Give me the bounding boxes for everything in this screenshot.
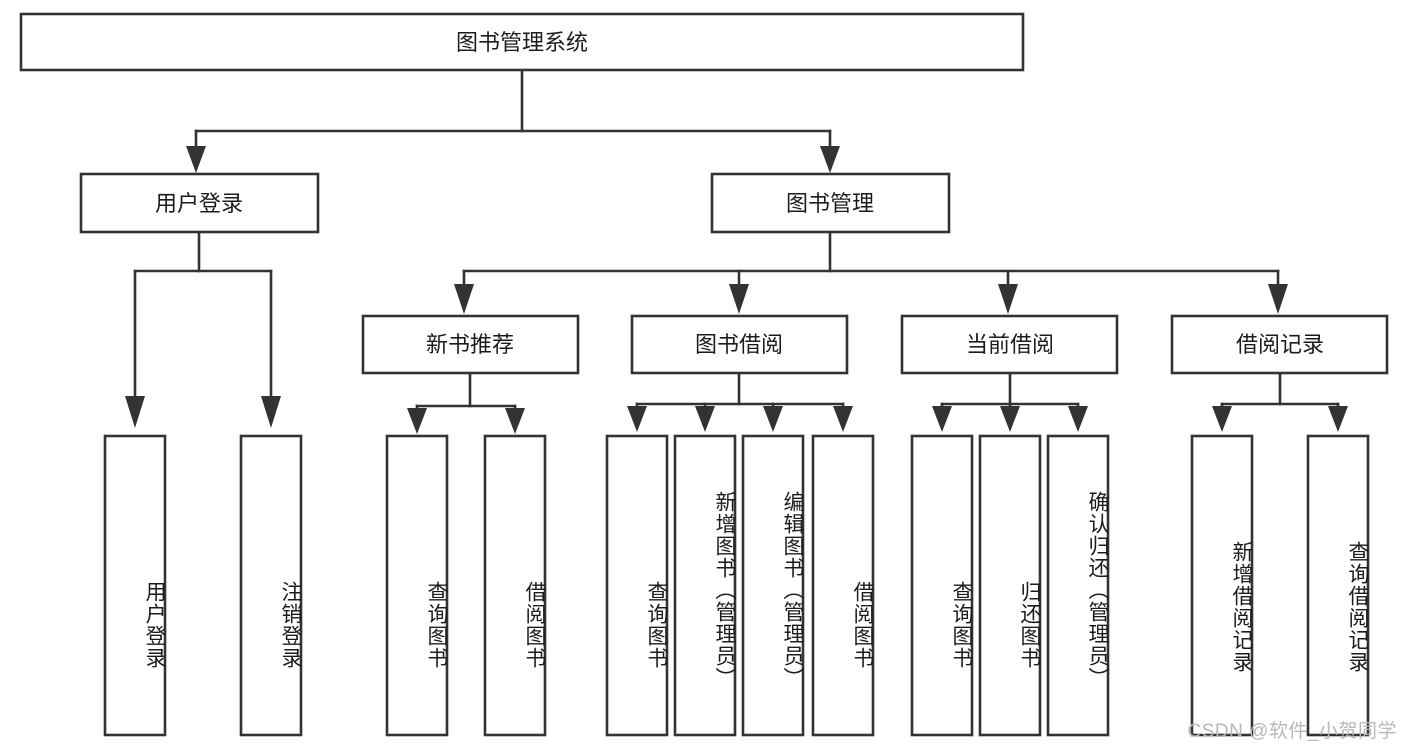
arrow-head-bookborrow-leaf-1 (627, 406, 647, 432)
arrow-head-newbook-leaf-2 (505, 408, 525, 434)
arrow-head-leaf-user-login (125, 396, 145, 428)
leaf-box-query-book-borrow[interactable] (605, 434, 669, 737)
arrow-head-bookborrow-leaf-4 (833, 406, 853, 432)
arrow-head-bookborrow-leaf-2 (695, 406, 715, 432)
node-user-login[interactable]: 用户登录 (79, 172, 320, 234)
arrow-head-bookborrow-leaf-3 (763, 406, 783, 432)
leaf-box-confirm-return-admin[interactable] (1046, 434, 1110, 737)
leaf-box-add-book-admin[interactable] (673, 434, 737, 737)
arrow-head-currentborrow-leaf-3 (1068, 406, 1088, 432)
watermark-text: CSDN @软件_小贺同学 (1187, 721, 1397, 742)
node-user-login-label: 用户登录 (155, 191, 243, 216)
node-borrow-record-box[interactable] (1170, 314, 1389, 375)
node-new-book-recommend-box[interactable] (361, 314, 580, 375)
leaf-box-user-login[interactable] (103, 434, 167, 737)
node-book-borrow-box[interactable] (630, 314, 849, 375)
arrow-head-book-borrow (729, 284, 749, 314)
node-root-box[interactable] (19, 12, 1025, 72)
leaf-box-logout[interactable] (239, 434, 303, 737)
node-root[interactable]: 图书管理系统 (19, 12, 1025, 72)
node-new-book-recommend-label: 新书推荐 (426, 332, 514, 357)
arrow-head-borrowrecord-leaf-1 (1212, 406, 1232, 432)
node-borrow-record[interactable]: 借阅记录 (1170, 314, 1389, 375)
connector-group (125, 68, 1348, 434)
node-book-management-box[interactable] (710, 172, 951, 234)
arrow-head-new-book (454, 284, 474, 314)
leaf-box-query-book-current[interactable] (910, 434, 974, 737)
arrow-head-book-mgmt (820, 146, 840, 173)
leaf-box-edit-book-admin[interactable] (741, 434, 805, 737)
arrow-head-borrow-record (1268, 284, 1288, 314)
leaf-box-return-book[interactable] (978, 434, 1042, 737)
node-current-borrow-label: 当前借阅 (966, 332, 1054, 357)
leaf-box-query-book-recommend[interactable] (385, 434, 449, 737)
node-book-management[interactable]: 图书管理 (710, 172, 951, 234)
node-current-borrow-box[interactable] (900, 314, 1119, 375)
node-book-borrow-label: 图书借阅 (695, 332, 783, 357)
node-book-management-label: 图书管理 (786, 191, 874, 216)
node-current-borrow[interactable]: 当前借阅 (900, 314, 1119, 375)
arrow-head-user-login (186, 146, 206, 173)
node-borrow-record-label: 借阅记录 (1236, 332, 1324, 357)
node-root-label: 图书管理系统 (456, 30, 588, 55)
arrow-head-current-borrow (998, 284, 1018, 314)
arrow-head-currentborrow-leaf-2 (1000, 406, 1020, 432)
arrow-head-borrowrecord-leaf-2 (1328, 406, 1348, 432)
leaf-box-borrow-book[interactable] (811, 434, 875, 737)
leaf-box-borrow-book-recommend[interactable] (483, 434, 547, 737)
arrow-head-leaf-logout (261, 396, 281, 428)
arrow-head-currentborrow-leaf-1 (932, 406, 952, 432)
node-user-login-box[interactable] (79, 172, 320, 234)
node-book-borrow[interactable]: 图书借阅 (630, 314, 849, 375)
leaf-box-add-borrow-record[interactable] (1190, 434, 1254, 737)
arrow-head-newbook-leaf-1 (407, 408, 427, 434)
node-new-book-recommend[interactable]: 新书推荐 (361, 314, 580, 375)
leaf-box-query-borrow-record[interactable] (1306, 434, 1370, 737)
